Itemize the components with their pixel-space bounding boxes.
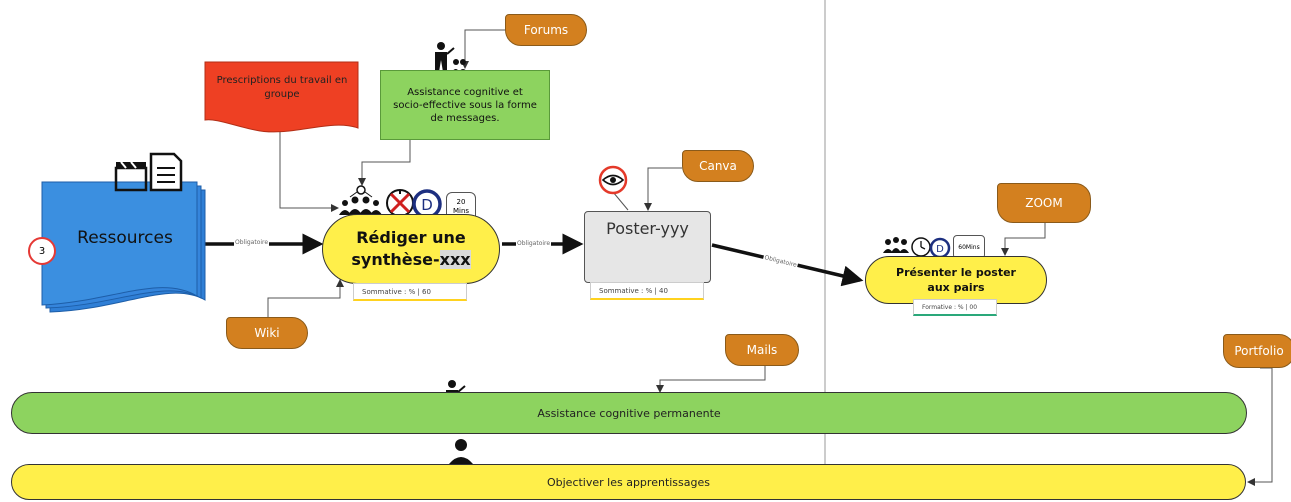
activity2-node[interactable]: Poster-yyy <box>584 211 711 283</box>
tag-zoom[interactable]: ZOOM <box>997 183 1091 223</box>
document-icon <box>149 152 183 192</box>
activity1-duration-value: 20 <box>456 198 466 206</box>
activity3-evaluation: Formative : % | 00 <box>913 299 997 316</box>
connector-assistance <box>358 140 411 186</box>
tag-portfolio[interactable]: Portfolio <box>1223 334 1291 368</box>
connector-portfolio <box>1247 367 1273 486</box>
group-icon-activity3 <box>883 237 909 253</box>
edge-label-1: Obligatoire <box>234 239 270 246</box>
eye-icon <box>598 165 628 195</box>
connector-canva <box>644 167 682 211</box>
activity1-duration-unit: Mins <box>452 207 470 215</box>
activity2-evaluation: Sommative : % | 40 <box>590 282 704 300</box>
group-network-icon <box>339 185 382 215</box>
resources-label[interactable]: Ressources <box>77 228 173 248</box>
objectiver-bar[interactable]: Objectiver les apprentissages <box>11 464 1246 500</box>
clock-cross-icon <box>386 189 414 217</box>
activity1-node[interactable]: Rédiger une synthèse-xxx <box>322 214 500 284</box>
resources-count-badge: 3 <box>28 237 56 265</box>
activity3-node[interactable]: Présenter le poster aux pairs <box>865 256 1047 304</box>
assistance-message-box[interactable]: Assistance cognitive et socio-effective … <box>380 70 550 140</box>
activity3-d-label: D <box>936 244 944 255</box>
activity1-title: Rédiger une synthèse- <box>351 228 466 269</box>
connector-wiki <box>267 279 344 318</box>
prescriptions-shape <box>204 61 359 133</box>
activity1-d-label: D <box>421 196 433 214</box>
edge-label-2: Obligatoire <box>516 240 552 247</box>
teacher-group-icon <box>435 42 468 73</box>
clock-icon-activity3 <box>911 237 931 257</box>
activity1-evaluation: Sommative : % | 60 <box>353 283 467 301</box>
activity1-highlight: xxx <box>439 250 471 269</box>
connector-forums <box>461 29 505 69</box>
tag-forums[interactable]: Forums <box>505 14 587 46</box>
tag-wiki[interactable]: Wiki <box>226 317 308 349</box>
connector-zoom <box>1001 222 1046 256</box>
tag-canva[interactable]: Canva <box>682 150 754 182</box>
resources-document-icon <box>41 181 206 313</box>
learner-icon <box>449 439 473 464</box>
connector-prescriptions <box>279 120 339 212</box>
clapperboard-icon <box>114 161 148 192</box>
connector-mails <box>656 366 766 393</box>
connector-eye <box>612 191 629 211</box>
prescriptions-label[interactable]: Prescriptions du travail en groupe <box>216 75 348 100</box>
tag-mails[interactable]: Mails <box>725 334 799 366</box>
assistance-permanent-bar[interactable]: Assistance cognitive permanente <box>11 392 1247 434</box>
